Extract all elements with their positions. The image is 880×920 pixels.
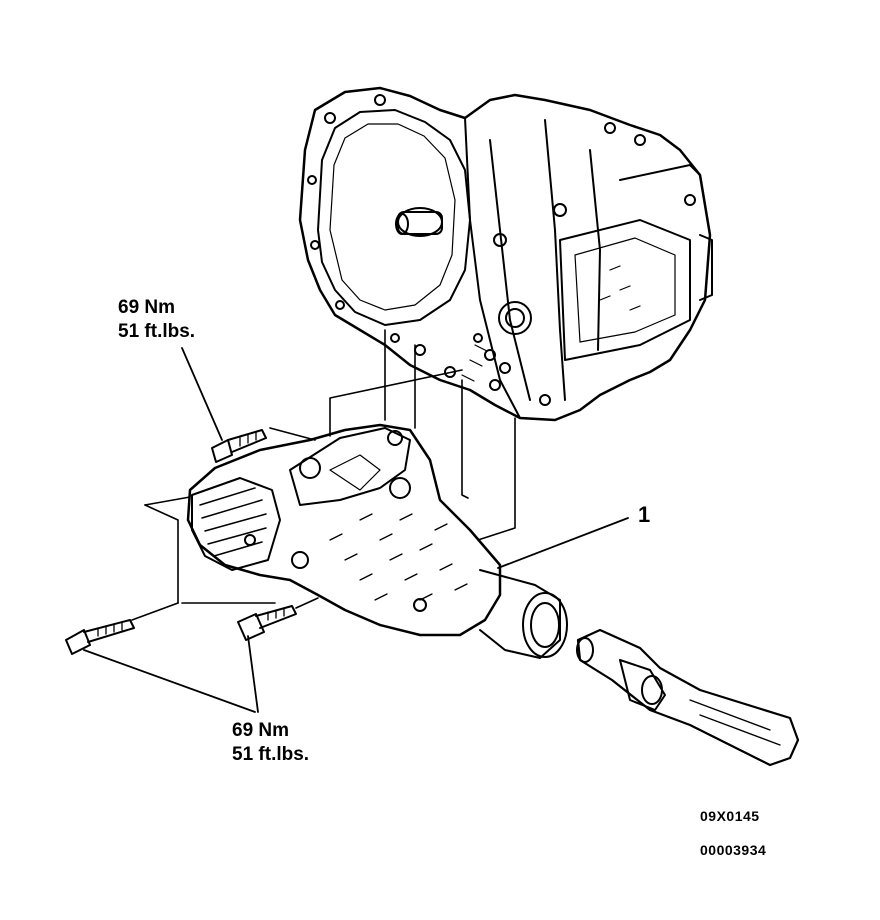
transmission-housing bbox=[298, 86, 713, 422]
document-id: 00003934 bbox=[700, 842, 767, 858]
alignment-lines bbox=[131, 329, 516, 621]
figure-id: 09X0145 bbox=[700, 808, 760, 824]
lower-torque-metric: 69 Nm bbox=[232, 720, 290, 741]
lower-torque-imperial: 51 ft.lbs. bbox=[232, 744, 310, 765]
lower-middle-bolt bbox=[237, 605, 297, 641]
upper-torque-imperial: 51 ft.lbs. bbox=[118, 321, 196, 342]
leader-lines bbox=[83, 347, 629, 713]
upper-torque-label: 69 Nm 51 ft.lbs. bbox=[118, 296, 195, 344]
transfer-case-callout: 1 bbox=[638, 502, 651, 527]
upper-torque-metric: 69 Nm bbox=[118, 297, 176, 318]
lower-torque-leader-right bbox=[247, 635, 259, 713]
upper-bolt bbox=[211, 429, 267, 463]
transfer-case bbox=[186, 423, 568, 659]
lower-torque-label: 69 Nm 51 ft.lbs. bbox=[232, 719, 309, 767]
callout-1-leader bbox=[497, 517, 629, 569]
lower-torque-leader-left bbox=[83, 649, 256, 713]
lower-left-bolt bbox=[65, 619, 135, 655]
upper-torque-leader bbox=[181, 347, 223, 441]
propeller-shaft bbox=[576, 628, 800, 767]
